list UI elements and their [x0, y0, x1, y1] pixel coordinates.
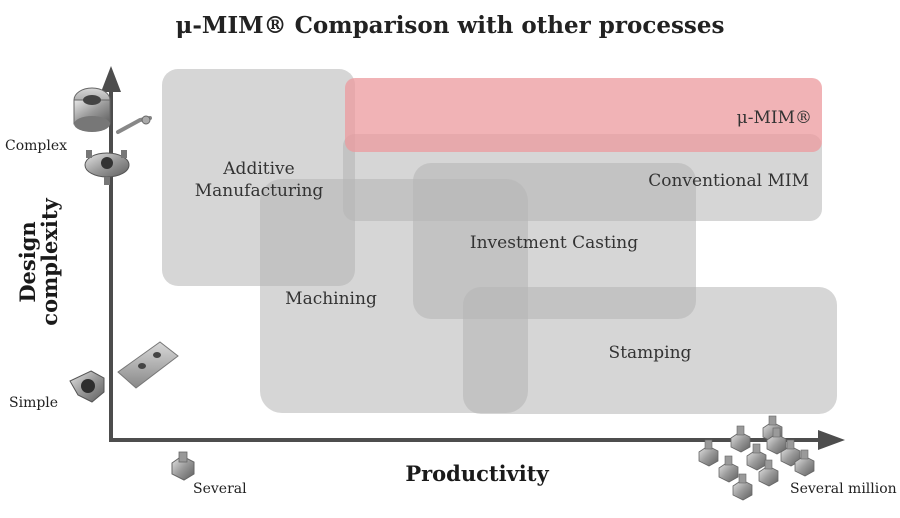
x-axis-arrowhead: [818, 430, 845, 450]
region-label-conventional-mim: Conventional MIM: [648, 171, 809, 191]
y-axis-title-line2: complexity: [37, 197, 62, 325]
complex-part-icon: [73, 87, 152, 185]
small-part-stem-icon: [738, 473, 747, 484]
small-part-stem-icon: [772, 427, 781, 438]
small-part-stem-icon: [800, 449, 809, 460]
x-tick-several-million: Several million: [790, 481, 897, 497]
y-axis-arrowhead: [101, 66, 121, 92]
y-tick-simple: Simple: [9, 395, 58, 411]
small-part-stem-icon: [768, 415, 777, 426]
small-part-stem-icon: [704, 439, 713, 450]
small-part-stem-icon: [724, 455, 733, 466]
simple-part-icon: [69, 341, 179, 403]
y-tick-complex: Complex: [5, 138, 67, 154]
region-investment-casting: [413, 163, 696, 319]
x-axis-title: Productivity: [405, 461, 549, 486]
small-part-stem-icon: [736, 425, 745, 436]
several-parts-icon: [171, 451, 195, 481]
many-parts-icon: [698, 415, 815, 501]
region-stamping: [463, 287, 837, 414]
region-label-stamping: Stamping: [609, 343, 692, 363]
region-label-umim: μ-MIM®: [737, 108, 812, 128]
small-part-stem-icon: [752, 443, 761, 454]
region-umim: [345, 78, 822, 152]
x-tick-several: Several: [193, 481, 247, 497]
y-axis-title-line1: Design: [15, 221, 40, 302]
region-label-additive-line1: Additive: [222, 159, 294, 179]
small-part-stem-icon: [764, 459, 773, 470]
region-label-additive-line2: Manufacturing: [195, 181, 324, 201]
region-label-machining: Machining: [285, 289, 377, 309]
small-part-stem-icon: [786, 439, 795, 450]
diagram-title: μ-MIM® Comparison with other processes: [175, 12, 725, 39]
region-label-investment-casting: Investment Casting: [470, 233, 638, 253]
